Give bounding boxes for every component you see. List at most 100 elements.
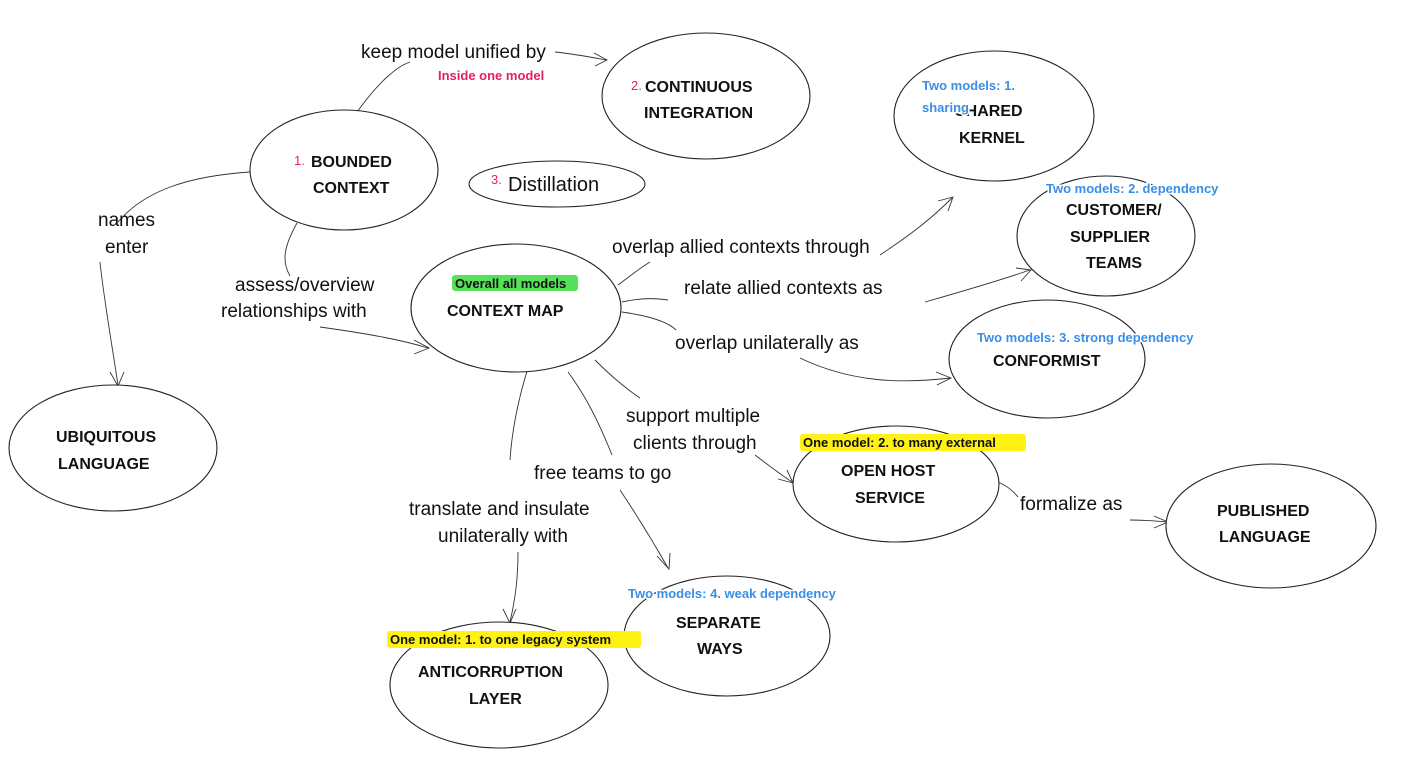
node-open-host-service[interactable]: One model: 2. to many external Open Host… <box>792 425 1026 543</box>
node-title-line2: Layer <box>469 691 522 708</box>
node-title-line1: Published <box>1217 503 1309 520</box>
shared-kernel-note-line2: sharing <box>922 100 969 115</box>
arrowhead <box>656 552 671 571</box>
node-number: 2. <box>631 78 642 93</box>
node-shape <box>468 160 646 208</box>
edge-relate-allied <box>621 298 669 303</box>
node-shape <box>893 50 1095 182</box>
node-title-line2: Supplier <box>1070 229 1150 246</box>
node-title: Context Map <box>447 303 564 320</box>
arrowhead <box>937 196 954 212</box>
node-title: Distillation <box>508 174 599 196</box>
open-host-note: One model: 2. to many external <box>803 435 996 450</box>
edge-names-enter <box>117 171 251 223</box>
edge-label-support-1: support multiple <box>626 406 760 427</box>
node-published-language[interactable]: Published Language <box>1165 463 1377 589</box>
edge-label-translate-1: translate and insulate <box>409 499 590 520</box>
node-bounded-context[interactable]: 1. Bounded Context <box>249 109 439 231</box>
node-context-map[interactable]: Overall all models Context Map <box>410 243 622 373</box>
edge-label-assess-2: relationships with <box>221 301 367 322</box>
node-title-line1: Open Host <box>841 463 935 480</box>
node-title-line2: Language <box>1219 529 1311 546</box>
anticorruption-note-highlight <box>387 631 641 648</box>
edge-assess <box>284 222 298 277</box>
node-title-line2: Service <box>855 490 925 507</box>
node-title-line1: Shared <box>955 103 1023 120</box>
context-map-note-highlight <box>452 275 578 291</box>
node-title-line2: Ways <box>697 641 743 658</box>
node-customer-supplier[interactable]: Two models: 2. dependency Customer/ Supp… <box>1016 175 1221 297</box>
edge-label-translate-2: unilaterally with <box>438 526 568 547</box>
node-shape <box>1165 463 1377 589</box>
node-anticorruption-layer[interactable]: One model: 1. to one legacy system Antic… <box>387 621 641 749</box>
node-shape <box>792 425 1000 543</box>
arrowhead <box>502 608 517 625</box>
node-number: 3. <box>491 172 502 187</box>
edge-free-teams-tail <box>619 489 669 569</box>
nodes: 1. Bounded Context 2. Continuous Integra… <box>8 32 1377 749</box>
node-shape <box>389 621 609 749</box>
arrowhead <box>1015 267 1032 282</box>
node-separate-ways[interactable]: Two models: 4. weak dependency Separate … <box>623 575 838 697</box>
conformist-note: Two models: 3. strong dependency <box>977 330 1194 345</box>
edge-free-teams <box>567 371 613 456</box>
arrowhead <box>593 52 608 67</box>
edge-translate <box>509 367 529 461</box>
edge-label-support-2: clients through <box>633 433 757 454</box>
node-title-line2: Kernel <box>959 130 1025 147</box>
node-number: 1. <box>294 153 305 168</box>
edge-keep-unified-tail <box>554 51 607 61</box>
node-shape <box>1016 175 1196 297</box>
edge-label-keep-unified: keep model unified by <box>361 42 546 63</box>
node-title-line1: Continuous <box>645 79 753 96</box>
edge-label-formalize: formalize as <box>1020 494 1122 515</box>
edge-overlap-unilaterally-tail <box>799 357 951 382</box>
edge-translate-tail <box>509 551 519 623</box>
arrowhead <box>935 371 953 386</box>
node-distillation[interactable]: 3. Distillation <box>468 160 646 208</box>
edge-note-inside-one-model: Inside one model <box>438 68 544 83</box>
node-title-line1: Ubiquitous <box>56 429 156 446</box>
edge-label-enter: enter <box>105 237 149 258</box>
separate-ways-note: Two models: 4. weak dependency <box>628 586 837 601</box>
edge-formalize-tail <box>1129 519 1169 523</box>
edge-assess-tail <box>319 326 429 349</box>
context-map-note: Overall all models <box>455 276 566 291</box>
node-shared-kernel[interactable]: Shared Kernel Two models: 1. sharing <box>893 50 1095 182</box>
node-title-line1: Bounded <box>311 154 392 171</box>
edge-relate-allied-tail <box>924 269 1031 303</box>
edge-label-overlap-allied: overlap allied contexts through <box>612 237 870 258</box>
node-title-line1: Separate <box>676 615 761 632</box>
shared-kernel-note-line1: Two models: 1. <box>922 78 1015 93</box>
edge-support-tail <box>754 454 793 483</box>
node-shape <box>249 109 439 231</box>
node-ubiquitous-language[interactable]: Ubiquitous Language <box>8 384 218 512</box>
node-continuous-integration[interactable]: 2. Continuous Integration <box>601 32 811 160</box>
edge-overlap-allied-tail <box>879 197 953 256</box>
node-title-line2: Language <box>58 456 150 473</box>
node-shape <box>948 299 1146 419</box>
customer-supplier-note: Two models: 2. dependency <box>1046 181 1219 196</box>
edge-label-overlap-unilaterally: overlap unilaterally as <box>675 333 859 354</box>
edge-formalize <box>997 481 1019 498</box>
edge-label-relate-allied: relate allied contexts as <box>684 278 883 299</box>
edge-support <box>594 359 641 399</box>
arrowhead <box>413 339 431 355</box>
node-title-line2: Integration <box>644 105 753 122</box>
node-title-line1: Customer/ <box>1066 202 1162 219</box>
open-host-note-highlight <box>800 434 1026 451</box>
node-conformist[interactable]: Two models: 3. strong dependency Conform… <box>948 299 1196 419</box>
edge-label-names: names <box>98 210 155 231</box>
node-title-line3: Teams <box>1086 255 1142 272</box>
edge-keep-unified <box>356 61 411 113</box>
anticorruption-note: One model: 1. to one legacy system <box>390 632 611 647</box>
node-title-line1: Anticorruption <box>418 664 563 681</box>
edge-overlap-unilaterally <box>621 311 677 331</box>
node-shape <box>8 384 218 512</box>
edge-label-free-teams: free teams to go <box>534 463 671 484</box>
edge-labels: keep model unified by Inside one model n… <box>98 42 1122 547</box>
node-shape <box>601 32 811 160</box>
edges <box>99 51 1170 625</box>
node-title-line2: Context <box>313 180 390 197</box>
